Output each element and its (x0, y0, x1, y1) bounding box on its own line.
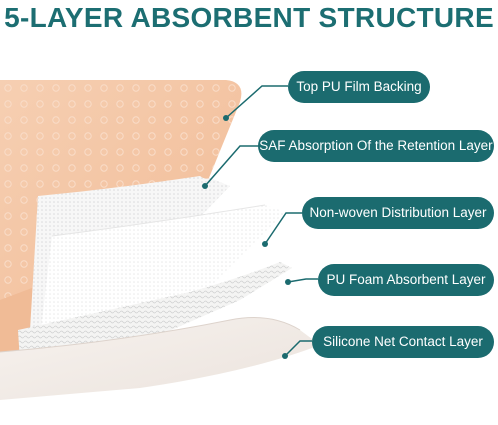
leader-dot-4 (285, 279, 291, 285)
leader-dot-2 (202, 183, 208, 189)
leader-dot-3 (262, 241, 268, 247)
leader-line-3 (264, 212, 302, 245)
leader-dot-5 (282, 353, 288, 359)
diagram-title: 5-LAYER ABSORBENT STRUCTURE (4, 2, 494, 33)
label-saf-retention-layer: SAF Absorption Of the Retention Layer (258, 130, 494, 162)
leader-line-5 (284, 340, 312, 357)
label-silicone-net-contact-layer: Silicone Net Contact Layer (312, 326, 494, 358)
label-pu-foam-absorbent-layer: PU Foam Absorbent Layer (318, 264, 494, 296)
layer-silicone-net (0, 317, 320, 400)
layer-nonwoven-distribution (40, 204, 285, 338)
layer-pu-foam (18, 262, 292, 362)
leader-dot-1 (223, 115, 229, 121)
label-top-pu-film-backing: Top PU Film Backing (288, 71, 430, 103)
leader-line-2 (204, 145, 260, 187)
leader-line-1 (225, 85, 288, 119)
label-nonwoven-distribution-layer: Non-woven Distribution Layer (302, 197, 494, 229)
leader-line-4 (287, 278, 318, 283)
